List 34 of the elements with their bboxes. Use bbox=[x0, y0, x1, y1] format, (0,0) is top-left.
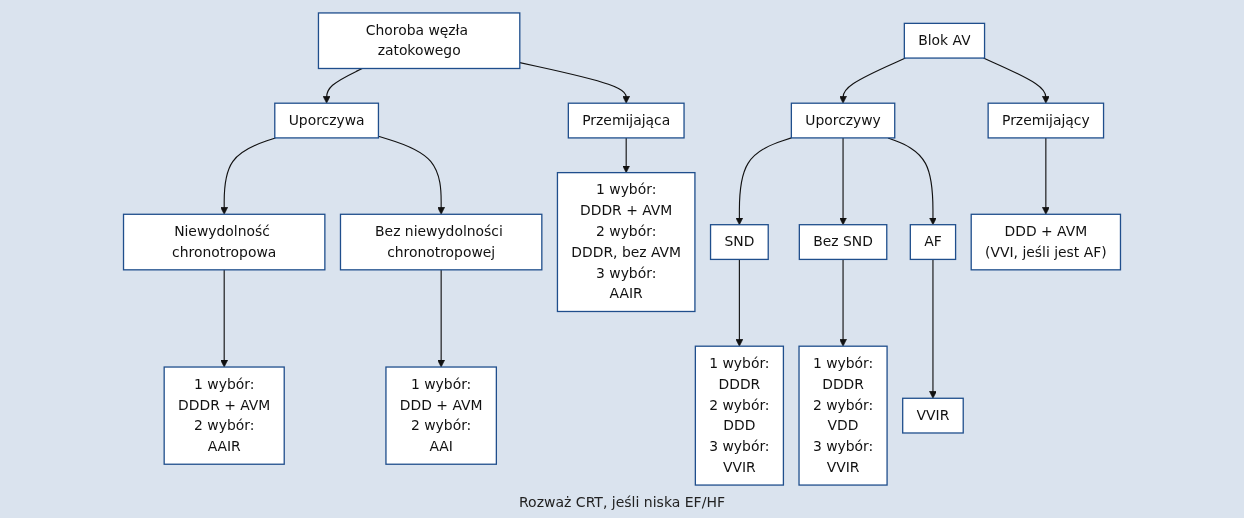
arrow bbox=[220, 269, 228, 368]
arrow bbox=[929, 258, 937, 399]
arrow bbox=[1042, 137, 1050, 215]
node-box: Przemijająca bbox=[567, 102, 685, 139]
node-box: Blok AV bbox=[903, 22, 986, 59]
node-box: Bez SND bbox=[798, 224, 888, 261]
node-box: AF bbox=[909, 224, 957, 261]
node-box: Niewydolność chronotropowa bbox=[122, 213, 326, 271]
arrow bbox=[735, 258, 744, 347]
node-box: Choroba węzła zatokowego bbox=[317, 12, 521, 70]
node-box: 1 wybór: DDD + AVM 2 wybór: AAI bbox=[385, 366, 497, 465]
node-box: DDD + AVM (VVI, jeśli jest AF) bbox=[970, 213, 1122, 271]
arrow bbox=[220, 137, 276, 215]
arrow bbox=[622, 137, 630, 173]
arrow bbox=[839, 258, 847, 347]
node-box: 1 wybór: DDDR 2 wybór: VDD 3 wybór: VVIR bbox=[798, 345, 888, 486]
node-box: 1 wybór: DDDR + AVM 2 wybór: DDDR, bez AVM 3 wybór: AAIR bbox=[556, 172, 696, 313]
arrow bbox=[437, 269, 445, 368]
node-box: Bez niewydolności chronotropowej bbox=[339, 213, 543, 271]
node-box: Uporczywy bbox=[790, 102, 896, 139]
note-text: Rozważ CRT, jeśli niska EF/HF bbox=[519, 494, 725, 510]
node-box: VVIR bbox=[902, 397, 964, 434]
arrow bbox=[322, 67, 363, 104]
arrow bbox=[839, 57, 906, 104]
node-box: 1 wybór: DDDR 2 wybór: DDD 3 wybór: VVIR bbox=[694, 345, 785, 486]
node-box: Uporczywa bbox=[274, 102, 380, 139]
node-box: 1 wybór: DDDR + AVM 2 wybór: AAIR bbox=[163, 366, 285, 465]
node-box: Przemijający bbox=[987, 102, 1105, 139]
arrow bbox=[519, 62, 630, 104]
arrow bbox=[839, 137, 847, 226]
node-box: SND bbox=[709, 224, 769, 261]
arrow bbox=[982, 57, 1050, 104]
arrow bbox=[735, 137, 792, 226]
arrow bbox=[377, 135, 445, 215]
